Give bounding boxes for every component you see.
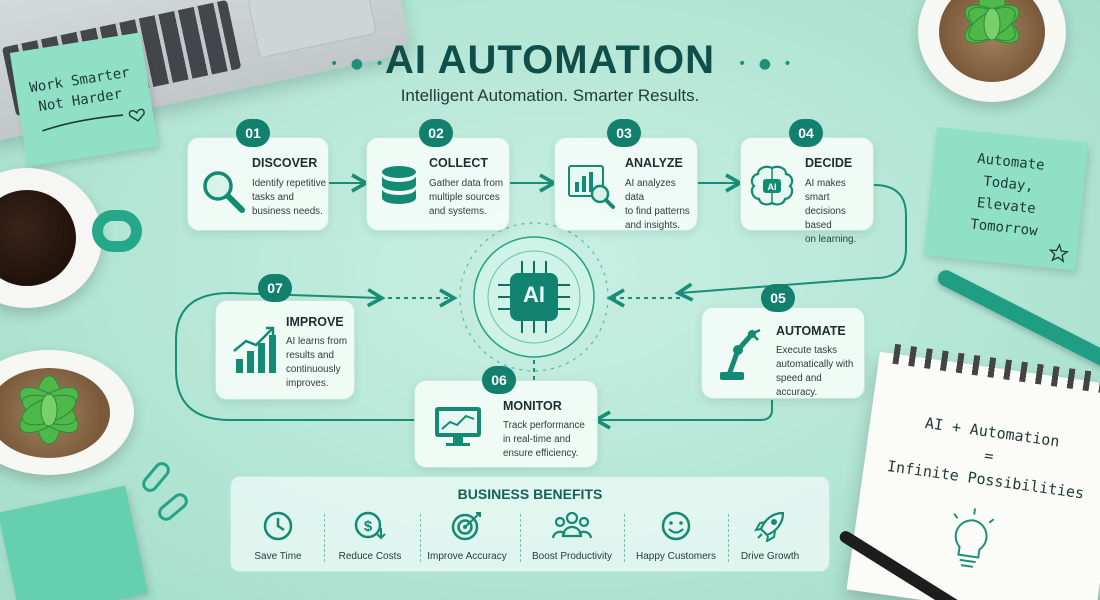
benefit-label: Drive Growth xyxy=(740,551,800,562)
benefit-label: Boost Productivity xyxy=(531,551,613,562)
target-icon xyxy=(451,512,481,541)
benefit-boost-productivity: Boost Productivity xyxy=(522,510,622,562)
magnifier-icon xyxy=(203,171,245,213)
people-icon xyxy=(551,511,593,539)
plant-pot-top-right xyxy=(918,0,1066,102)
sticky-note-right: Automate Today, Elevate Tomorrow xyxy=(923,127,1089,271)
step-2-title: COLLECT xyxy=(429,156,489,170)
heart-underline-icon xyxy=(42,108,145,132)
benefit-label: Reduce Costs xyxy=(338,551,402,562)
benefit-label: Happy Customers xyxy=(635,551,717,562)
step-4-badge: 04 xyxy=(789,119,823,147)
benefits-title: BUSINESS BENEFITS xyxy=(457,486,603,502)
clock-icon xyxy=(263,511,293,541)
plant-pot-left xyxy=(0,350,134,475)
growth-chart-icon xyxy=(233,326,276,373)
benefit-improve-accuracy: Improve Accuracy xyxy=(417,510,517,562)
step-1-title: DISCOVER xyxy=(252,156,318,170)
step-2-badge: 02 xyxy=(419,119,453,147)
dollar-down-icon: $ xyxy=(354,511,386,540)
benefit-divider xyxy=(624,514,625,562)
robot-arm-icon xyxy=(720,328,761,380)
step-7-title: IMPROVE xyxy=(286,315,344,329)
step-6-badge: 06 xyxy=(482,366,516,394)
spiral-notebook: AI + Automation = Infinite Possibilities xyxy=(846,343,1100,600)
benefit-happy-customers: Happy Customers xyxy=(626,510,726,562)
sticky-note-left: Work Smarter Not Harder xyxy=(9,32,159,167)
succulent-icon xyxy=(19,375,79,445)
monitor-chart-icon xyxy=(435,407,481,446)
step-5-badge: 05 xyxy=(761,284,795,312)
smiley-icon xyxy=(661,511,691,541)
benefits-panel xyxy=(230,476,830,572)
center-hub-label: AI xyxy=(523,282,545,307)
chart-magnifier-icon xyxy=(568,165,615,209)
step-5-title: AUTOMATE xyxy=(776,324,846,338)
lightbulb-icon xyxy=(953,508,995,568)
step-6-title: MONITOR xyxy=(503,399,562,413)
rocket-icon xyxy=(754,511,785,543)
coffee-cup-handle xyxy=(92,210,142,252)
benefit-label: Save Time xyxy=(254,551,302,562)
benefit-label: Improve Accuracy xyxy=(427,551,507,562)
step-1-badge: 01 xyxy=(236,119,270,147)
step-3-title: ANALYZE xyxy=(625,156,683,170)
benefit-divider xyxy=(520,514,521,562)
database-icon xyxy=(382,166,416,204)
ai-chip-icon xyxy=(498,261,570,333)
title-dots-left: • ● • xyxy=(330,56,388,72)
step-3-badge: 03 xyxy=(607,119,641,147)
benefit-divider xyxy=(420,514,421,562)
star-icon xyxy=(1048,243,1070,263)
title-dots-right: • ● • xyxy=(738,56,796,72)
benefit-reduce-costs: $ Reduce Costs xyxy=(320,510,420,562)
benefit-divider xyxy=(324,514,325,562)
svg-text:AI: AI xyxy=(768,182,777,192)
succulent-icon xyxy=(964,0,1020,44)
page-title: AI AUTOMATION xyxy=(384,38,715,82)
svg-text:$: $ xyxy=(364,518,373,535)
step-4-title: DECIDE xyxy=(805,156,853,170)
page-subtitle: Intelligent Automation. Smarter Results. xyxy=(400,86,700,105)
ai-brain-icon: AI xyxy=(750,165,794,206)
step-7-badge: 07 xyxy=(258,274,292,302)
benefit-divider xyxy=(728,514,729,562)
benefit-drive-growth: Drive Growth xyxy=(720,510,820,562)
benefit-save-time: Save Time xyxy=(228,510,328,562)
